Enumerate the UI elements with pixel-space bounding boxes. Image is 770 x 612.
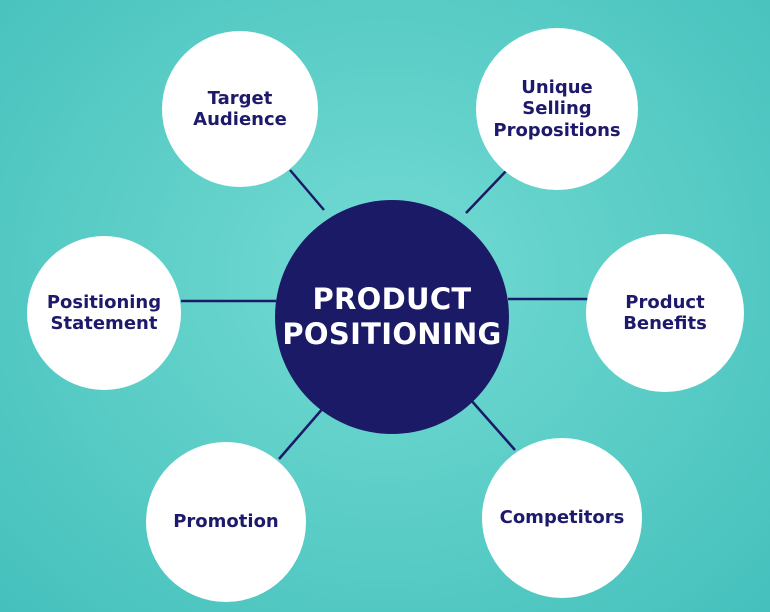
node-label-line: Propositions <box>493 119 621 141</box>
node-label-line: Unique <box>521 77 593 99</box>
node-label-line: Selling <box>522 98 592 120</box>
node-label-line: Promotion <box>173 511 279 533</box>
node-label-line: Positioning <box>46 291 162 313</box>
node-label-line: Benefits <box>623 313 707 334</box>
node-label-line: Target <box>207 87 273 109</box>
connector-unique-selling-propositions <box>465 169 508 214</box>
node-label-line: Statement <box>50 313 158 334</box>
product-positioning-hub: PRODUCT POSITIONING <box>275 200 509 434</box>
hub-title-line-2: POSITIONING <box>282 317 502 351</box>
node-label-line: Audience <box>193 109 287 130</box>
node-product-benefits: Product Benefits <box>586 234 744 392</box>
node-promotion: Promotion <box>146 442 306 602</box>
node-label-line: Competitors <box>499 507 625 529</box>
node-target-audience: Target Audience <box>162 31 318 187</box>
node-positioning-statement: Positioning Statement <box>27 236 181 390</box>
node-unique-selling-propositions: Unique Selling Propositions <box>476 28 638 190</box>
connector-competitors <box>469 398 516 451</box>
connector-promotion <box>278 406 325 460</box>
connector-target-audience <box>289 169 325 211</box>
node-competitors: Competitors <box>482 438 642 598</box>
hub-title-line-1: PRODUCT <box>312 282 472 317</box>
node-label-line: Product <box>625 291 705 313</box>
